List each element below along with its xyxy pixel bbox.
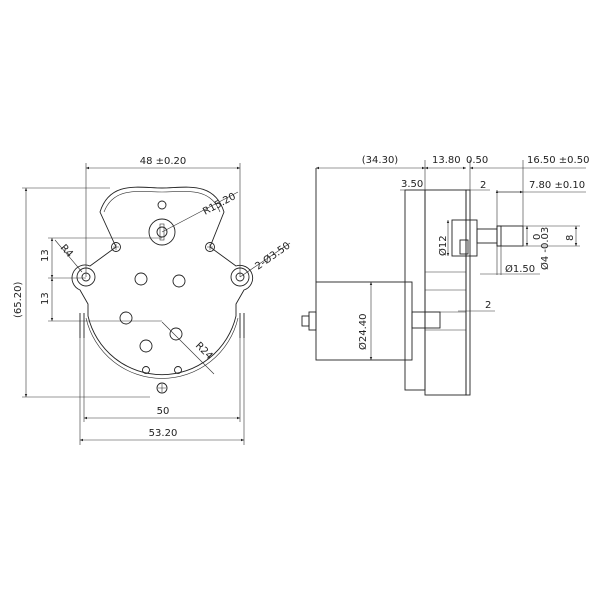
dim-offset-lower: 13 xyxy=(40,292,51,305)
gearbox-outline xyxy=(71,186,254,376)
dim-plate-gap: 2 xyxy=(480,180,486,191)
dim-shaft-diameter: Ø4 -0.03 xyxy=(539,227,551,270)
dim-flat-length: 7.80 ±0.10 xyxy=(529,180,585,191)
dim-ear-radius: R4 xyxy=(58,243,75,260)
dim-bottom-radius: R24 xyxy=(193,340,215,362)
dim-motor-diameter: Ø24.40 xyxy=(357,314,369,351)
dim-mount-hole: 2-Ø3.50 xyxy=(253,240,293,273)
dim-bracket-inner: 50 xyxy=(157,406,170,417)
bracket xyxy=(79,313,245,338)
dim-shaft-length: 16.50 ±0.50 xyxy=(527,155,589,166)
dim-offset-upper: 13 xyxy=(40,249,51,262)
dim-motor-length: (34.30) xyxy=(362,155,399,166)
dim-bracket-outer: 53.20 xyxy=(149,428,178,439)
dim-step: 3.50 xyxy=(401,179,423,190)
dim-width-holes: 48 ±0.20 xyxy=(140,156,187,167)
dim-flat-width: 8 xyxy=(565,235,576,241)
side-view: (34.30) 13.80 0.50 16.50 ±0.50 7.80 ±0.1… xyxy=(301,155,589,396)
shaft-boss xyxy=(148,218,176,246)
gearbox-body xyxy=(424,189,467,396)
front-view: 48 ±0.20 R15.20 2-Ø3.50 R4 13 13 (65.20)… xyxy=(13,156,293,445)
dim-top-radius: R15.20 xyxy=(201,191,238,217)
dim-gearbox-depth: 13.80 xyxy=(432,155,461,166)
dim-height-overall: (65.20) xyxy=(13,281,24,318)
dim-plate-thickness: 0.50 xyxy=(466,155,488,166)
dim-clip-gap: 2 xyxy=(485,300,491,311)
shaft-boss-side xyxy=(451,219,478,257)
screw-icon xyxy=(111,242,215,394)
dim-pin-diameter: Ø1.50 xyxy=(505,263,535,275)
dim-boss-diameter: Ø12 xyxy=(437,235,449,256)
dim-shaft-tol-upper: 0 xyxy=(532,234,543,240)
